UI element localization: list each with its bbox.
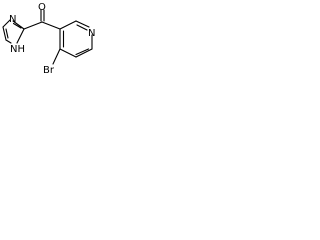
bond-imid-n3-c4: [2, 19, 11, 28]
bond-pyr-c2-n1-inner: [76, 24, 88, 31]
bond-imid-c5-n1: [5, 39, 12, 44]
bond-carbonyl-pyridine: [41, 21, 61, 30]
bond-pyr-c6-c5-inner: [75, 48, 90, 56]
bond-imid-c4-c5: [2, 26, 7, 41]
molecule-drawing: O N NH N Br: [2, 2, 95, 76]
atom-bromine: Br: [43, 65, 55, 76]
bond-imid-c2-n3-inner: [12, 22, 22, 29]
atom-imidazole-nh: NH: [10, 44, 25, 55]
bond-imid-c2-n3: [12, 20, 25, 30]
bond-imid-c4-c5-inner: [5, 28, 9, 39]
bond-pyr-c6-c5: [75, 48, 93, 58]
bond-pyr-c5-c4: [59, 48, 77, 58]
bond-imid-carbonyl: [23, 21, 43, 30]
atom-pyridine-n: N: [88, 28, 95, 39]
structure-diagram: O N NH N Br: [0, 0, 106, 98]
bond-pyr-c3-c2: [59, 20, 77, 30]
atom-oxygen: O: [38, 2, 46, 13]
bond-pyr-br: [52, 48, 61, 65]
bond-pyr-c2-n1: [75, 20, 90, 28]
atom-imidazole-n: N: [9, 14, 16, 25]
bond-imid-c2-n1: [16, 28, 25, 44]
